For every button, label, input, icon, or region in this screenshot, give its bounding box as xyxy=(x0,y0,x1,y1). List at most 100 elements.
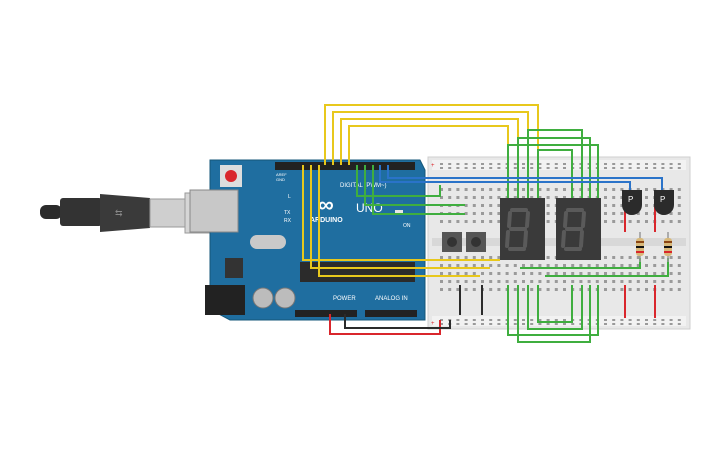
wire-green[interactable] xyxy=(356,165,441,197)
breadboard-hole[interactable] xyxy=(612,212,616,215)
breadboard-hole[interactable] xyxy=(595,272,599,275)
breadboard-hole[interactable] xyxy=(489,204,493,207)
breadboard-hole[interactable] xyxy=(620,256,624,259)
breadboard-hole[interactable] xyxy=(489,256,493,259)
rail-hole[interactable] xyxy=(481,167,484,169)
breadboard-hole[interactable] xyxy=(571,272,575,275)
breadboard-hole[interactable] xyxy=(530,272,534,275)
breadboard-hole[interactable] xyxy=(489,220,493,223)
breadboard-hole[interactable] xyxy=(538,188,542,191)
breadboard-hole[interactable] xyxy=(579,188,583,191)
breadboard-hole[interactable] xyxy=(546,280,550,283)
breadboard-hole[interactable] xyxy=(530,196,534,199)
rail-hole[interactable] xyxy=(456,323,460,325)
rail-hole[interactable] xyxy=(661,163,665,165)
breadboard-hole[interactable] xyxy=(620,264,624,267)
breadboard-hole[interactable] xyxy=(464,256,468,259)
breadboard-hole[interactable] xyxy=(472,212,476,215)
rail-hole[interactable] xyxy=(669,319,673,321)
breadboard-hole[interactable] xyxy=(497,272,501,275)
wire-green[interactable] xyxy=(517,285,591,343)
breadboard-hole[interactable] xyxy=(579,196,583,199)
breadboard-hole[interactable] xyxy=(489,212,493,215)
breadboard-hole[interactable] xyxy=(440,188,443,191)
breadboard-hole[interactable] xyxy=(563,188,566,191)
wire-green[interactable] xyxy=(545,258,669,277)
breadboard-hole[interactable] xyxy=(464,272,468,275)
breadboard-hole[interactable] xyxy=(620,272,624,275)
breadboard-hole[interactable] xyxy=(481,204,484,207)
breadboard-hole[interactable] xyxy=(497,256,501,259)
breadboard-hole[interactable] xyxy=(448,280,452,283)
rail-hole[interactable] xyxy=(604,167,607,169)
breadboard-hole[interactable] xyxy=(440,288,443,291)
breadboard-hole[interactable] xyxy=(481,196,484,199)
breadboard-hole[interactable] xyxy=(653,280,657,283)
resistor-1[interactable] xyxy=(636,232,644,262)
breadboard-hole[interactable] xyxy=(464,196,468,199)
rail-hole[interactable] xyxy=(456,167,460,169)
rail-hole[interactable] xyxy=(530,163,534,165)
wire-black[interactable] xyxy=(344,314,451,329)
rail-hole[interactable] xyxy=(538,167,542,169)
rail-hole[interactable] xyxy=(579,323,583,325)
breadboard-hole[interactable] xyxy=(645,272,648,275)
breadboard-hole[interactable] xyxy=(497,220,501,223)
transistor-2[interactable]: P xyxy=(654,190,674,215)
rail-hole[interactable] xyxy=(448,163,452,165)
breadboard-hole[interactable] xyxy=(497,212,501,215)
breadboard-hole[interactable] xyxy=(628,288,632,291)
wire-green[interactable] xyxy=(507,285,599,336)
breadboard-hole[interactable] xyxy=(522,280,525,283)
breadboard-hole[interactable] xyxy=(653,188,657,191)
rail-hole[interactable] xyxy=(546,323,550,325)
breadboard-hole[interactable] xyxy=(505,280,509,283)
breadboard-hole[interactable] xyxy=(636,280,640,283)
breadboard-hole[interactable] xyxy=(620,196,624,199)
wire-green[interactable] xyxy=(527,285,583,330)
breadboard-hole[interactable] xyxy=(546,196,550,199)
breadboard-hole[interactable] xyxy=(620,220,624,223)
wire-green[interactable] xyxy=(527,129,583,200)
rail-hole[interactable] xyxy=(481,163,484,165)
breadboard-hole[interactable] xyxy=(636,272,640,275)
rail-hole[interactable] xyxy=(513,163,517,165)
breadboard-hole[interactable] xyxy=(677,212,681,215)
rail-hole[interactable] xyxy=(677,167,681,169)
breadboard-hole[interactable] xyxy=(612,188,616,191)
breadboard-hole[interactable] xyxy=(653,272,657,275)
rail-hole[interactable] xyxy=(554,319,558,321)
rail-hole[interactable] xyxy=(645,163,648,165)
breadboard-hole[interactable] xyxy=(612,196,616,199)
breadboard-hole[interactable] xyxy=(563,196,566,199)
breadboard-hole[interactable] xyxy=(579,264,583,267)
breadboard-hole[interactable] xyxy=(677,196,681,199)
rail-hole[interactable] xyxy=(464,319,468,321)
breadboard-hole[interactable] xyxy=(677,264,681,267)
breadboard-hole[interactable] xyxy=(571,264,575,267)
rail-hole[interactable] xyxy=(522,163,525,165)
breadboard-hole[interactable] xyxy=(612,272,616,275)
rail-hole[interactable] xyxy=(546,163,550,165)
rail-hole[interactable] xyxy=(538,319,542,321)
rail-hole[interactable] xyxy=(563,319,566,321)
rail-hole[interactable] xyxy=(653,319,657,321)
rail-hole[interactable] xyxy=(489,319,493,321)
breadboard-hole[interactable] xyxy=(612,256,616,259)
rail-hole[interactable] xyxy=(440,319,443,321)
breadboard-hole[interactable] xyxy=(440,272,443,275)
breadboard-hole[interactable] xyxy=(636,288,640,291)
breadboard-hole[interactable] xyxy=(645,220,648,223)
breadboard-hole[interactable] xyxy=(538,280,542,283)
rail-hole[interactable] xyxy=(456,319,460,321)
breadboard-hole[interactable] xyxy=(464,188,468,191)
breadboard-hole[interactable] xyxy=(563,272,566,275)
breadboard-hole[interactable] xyxy=(472,272,476,275)
breadboard-hole[interactable] xyxy=(653,256,657,259)
breadboard-hole[interactable] xyxy=(661,264,665,267)
breadboard-hole[interactable] xyxy=(489,188,493,191)
rail-hole[interactable] xyxy=(604,323,607,325)
breadboard-hole[interactable] xyxy=(669,280,673,283)
rail-hole[interactable] xyxy=(653,163,657,165)
breadboard-hole[interactable] xyxy=(530,264,534,267)
